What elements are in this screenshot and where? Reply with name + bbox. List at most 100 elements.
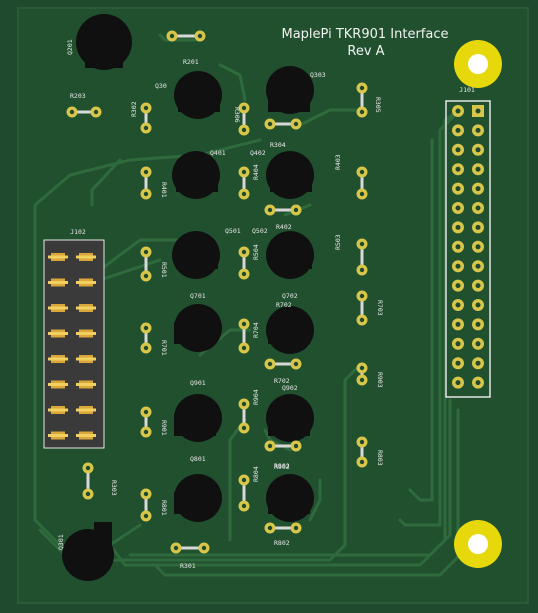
j102-pin: [76, 380, 96, 389]
j101-pin: [472, 182, 484, 195]
resistor: [82, 462, 94, 500]
mounting-hole-top-right: [454, 40, 502, 88]
copper-traces: [33, 33, 462, 577]
label-r704: R704: [252, 322, 260, 338]
j101-pin: [472, 240, 484, 253]
label-q701: Q701: [190, 292, 206, 300]
resistor: [264, 522, 302, 534]
label-q702: Q702: [282, 292, 298, 300]
label-r503: R503: [334, 234, 342, 250]
j101-pin: [452, 337, 464, 350]
j101-pin: [452, 376, 464, 389]
connector-j102: J102: [43, 228, 105, 449]
label-r402: R402: [276, 223, 292, 231]
label-r501: R501: [160, 262, 168, 278]
resistor: [66, 106, 102, 118]
label-r901: R901: [160, 420, 168, 436]
label-r302: R302: [130, 101, 138, 117]
j101-pin: [452, 299, 464, 311]
j102-pin: [76, 406, 96, 414]
j101-pin: [472, 202, 484, 214]
transistor-q304: Q30: [155, 71, 222, 119]
j102-pin: [76, 304, 96, 312]
board-revision: Rev A: [347, 44, 384, 59]
j102-pin: [48, 355, 68, 363]
j101-pin: [452, 143, 464, 156]
j101-pin: [452, 124, 464, 137]
transistor-q201: Q201: [66, 14, 132, 70]
transistor-q501: Q501: [172, 227, 241, 279]
connector-j101: J101: [445, 86, 491, 398]
transistor-q801: Q801: [174, 455, 222, 522]
transistor-q502: Q502: [252, 227, 314, 279]
label-r903: R903: [376, 372, 384, 388]
label-r802: R802: [274, 539, 290, 547]
j101-pin: [452, 202, 464, 214]
resistor: [140, 322, 152, 354]
resistor: [238, 102, 250, 136]
label-q801: Q801: [190, 455, 206, 463]
j102-pin: [48, 431, 68, 440]
label-r902: R902: [274, 463, 290, 471]
transistor-q901: Q901: [174, 379, 222, 442]
label-r803: R803: [376, 450, 384, 466]
label-q201: Q201: [66, 39, 74, 55]
j101-pin: [472, 105, 484, 117]
resistor: [238, 246, 250, 280]
j101-pins: [452, 105, 484, 389]
label-r201: R201: [183, 58, 199, 66]
resistor: [140, 102, 152, 134]
resistor: [140, 246, 152, 282]
resistor: [238, 166, 250, 200]
label-r306: R306: [233, 107, 241, 123]
j101-pin: [472, 143, 484, 156]
label-r303: R303: [110, 480, 118, 496]
resistor: [238, 318, 250, 354]
j101-pin: [452, 318, 464, 331]
label-r702: R702: [274, 377, 290, 385]
transistor-q402: Q402: [250, 149, 314, 199]
j101-pin: [472, 337, 484, 350]
j102-label: J102: [70, 228, 86, 236]
j101-label: J101: [459, 86, 475, 94]
label-q901: Q901: [190, 379, 206, 387]
j102-pins: [48, 253, 96, 440]
label-r404: R404: [252, 164, 260, 180]
j102-pin: [76, 278, 96, 287]
label-q402: Q402: [250, 149, 266, 157]
resistor: [264, 204, 302, 216]
transistor-q701: Q701: [174, 292, 222, 352]
j101-pin: [452, 260, 464, 273]
resistor: [170, 542, 210, 554]
label-q303: Q303: [310, 71, 326, 79]
label-r701: R701: [160, 340, 168, 356]
resistors: [66, 30, 368, 554]
j101-pin: [472, 299, 484, 311]
label-r403: R403: [334, 154, 342, 170]
label-r203: R203: [70, 92, 86, 100]
label-r502: R702: [276, 301, 292, 309]
j102-pin: [48, 329, 68, 338]
resistor: [238, 398, 250, 434]
j101-pin: [472, 124, 484, 137]
label-q502: Q502: [252, 227, 268, 235]
resistor: [356, 238, 368, 276]
j101-pin: [472, 357, 484, 370]
resistor: [140, 166, 152, 200]
transistor-q401: Q401: [172, 149, 226, 199]
label-q902: Q902: [282, 384, 298, 392]
mounting-hole-bottom-right: [454, 520, 502, 568]
transistor-q303: Q303: [266, 66, 326, 114]
j102-pin: [48, 304, 68, 312]
label-r904: R904: [252, 389, 260, 405]
j101-pin: [472, 318, 484, 331]
resistor: [264, 358, 302, 370]
resistor: [356, 436, 368, 468]
resistor: [140, 488, 152, 522]
label-r304: R304: [270, 141, 286, 149]
j101-pin: [452, 105, 464, 117]
label-q304: Q30: [155, 82, 167, 90]
j101-pin: [472, 221, 484, 234]
transistor-q902: Q902: [266, 384, 314, 442]
